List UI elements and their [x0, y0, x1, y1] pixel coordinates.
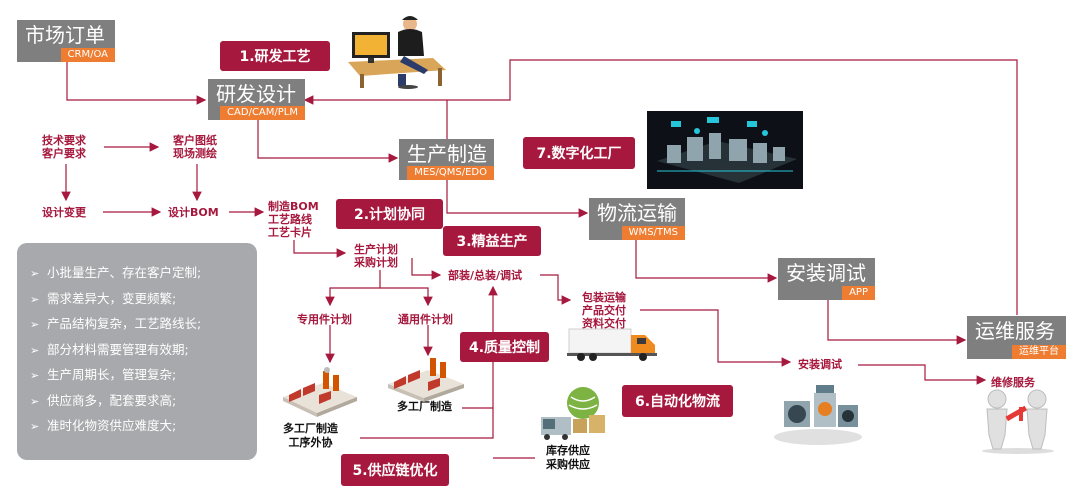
stage-system: MES/QMS/EDO — [407, 166, 494, 180]
flow-install-debug: 安装调试 — [798, 358, 842, 371]
stage-system: APP — [842, 286, 875, 300]
warehouse-globe-icon — [541, 387, 605, 440]
stage-logistics[interactable]: 物流运输 WMS/TMS — [589, 198, 685, 240]
tag-digital-factory[interactable]: 7.数字化工厂 — [523, 137, 635, 169]
stage-title: 研发设计 — [216, 82, 296, 106]
stage-system: 运维平台 — [1012, 345, 1066, 359]
tag-quality-control[interactable]: 4.质量控制 — [460, 332, 549, 362]
factory-icon — [388, 358, 464, 402]
stage-title: 安装调试 — [786, 261, 866, 285]
pain-point-item: ➢ 小批量生产、存在客户定制; — [30, 261, 257, 287]
bullet-arrow-icon: ➢ — [30, 420, 40, 433]
stage-title: 物流运输 — [597, 201, 677, 225]
digital-factory-icon — [647, 111, 803, 189]
bullet-arrow-icon: ➢ — [30, 369, 40, 382]
pain-point-text: 生产周期长，管理复杂; — [47, 367, 177, 382]
designer-desk-icon — [348, 16, 446, 89]
stage-system: CRM/OA — [60, 48, 115, 62]
pain-point-item: ➢ 生产周期长，管理复杂; — [30, 363, 257, 389]
label-multi-factory: 多工厂制造 — [397, 400, 452, 413]
bullet-arrow-icon: ➢ — [30, 394, 40, 408]
stage-market-orders[interactable]: 市场订单 CRM/OA — [17, 20, 115, 62]
machine-parts-icon — [774, 385, 862, 445]
bullet-arrow-icon: ➢ — [30, 267, 40, 280]
tag-lean-production[interactable]: 3.精益生产 — [443, 226, 541, 256]
pain-point-item: ➢ 需求差异大，变更频繁; — [30, 287, 257, 313]
stage-ops-service[interactable]: 运维服务 运维平台 — [967, 316, 1066, 359]
pain-point-text: 需求差异大，变更频繁; — [47, 290, 177, 306]
stage-title: 生产制造 — [407, 142, 487, 166]
bullet-arrow-icon: ➢ — [30, 343, 40, 357]
pain-point-text: 产品结构复杂，工艺路线长; — [47, 316, 202, 331]
stage-system: WMS/TMS — [621, 226, 685, 240]
pain-points-panel: ➢ 小批量生产、存在客户定制; ➢ 需求差异大，变更频繁; ➢ 产品结构复杂，工艺路线长;… — [17, 243, 257, 460]
repair-workers-icon — [982, 389, 1054, 454]
flow-mfg-bom: 制造BOM 工艺路线 工艺卡片 — [268, 200, 319, 239]
flow-tech-requirements: 技术要求 客户要求 — [42, 134, 86, 160]
pain-point-item: ➢ 供应商多，配套要求高; — [30, 389, 257, 415]
stage-rnd-design[interactable]: 研发设计 CAD/CAM/PLM — [208, 79, 305, 120]
tag-plan-collab[interactable]: 2.计划协同 — [336, 199, 443, 229]
pain-point-text: 小批量生产、存在客户定制; — [47, 265, 202, 280]
pain-point-text: 准时化物资供应难度大; — [47, 418, 177, 433]
tag-rnd-process[interactable]: 1.研发工艺 — [220, 41, 330, 71]
stage-title: 运维服务 — [975, 319, 1055, 343]
flow-design-bom: 设计BOM — [168, 206, 219, 219]
bullet-arrow-icon: ➢ — [30, 318, 40, 331]
flow-special-parts-plan: 专用件计划 — [297, 313, 352, 326]
stage-title: 市场订单 — [25, 23, 105, 47]
label-inventory-supply: 库存供应 采购供应 — [546, 444, 590, 471]
flow-production-plan: 生产计划 采购计划 — [354, 243, 398, 269]
stage-production[interactable]: 生产制造 MES/QMS/EDO — [399, 139, 494, 180]
pain-point-item: ➢ 部分材料需要管理有效期; — [30, 338, 257, 364]
stage-system: CAD/CAM/PLM — [220, 106, 305, 120]
flow-packaging: 包装运输 产品交付 资料交付 — [582, 291, 626, 330]
pain-point-text: 供应商多，配套要求高; — [47, 392, 177, 408]
label-multi-factory-outsourcing: 多工厂制造 工序外协 — [283, 422, 338, 449]
bullet-arrow-icon: ➢ — [30, 292, 40, 306]
tag-supply-chain[interactable]: 5.供应链优化 — [341, 454, 449, 486]
pain-point-item: ➢ 产品结构复杂，工艺路线长; — [30, 312, 257, 338]
pain-point-text: 部分材料需要管理有效期; — [47, 341, 189, 357]
pain-points-list: ➢ 小批量生产、存在客户定制; ➢ 需求差异大，变更频繁; ➢ 产品结构复杂，工艺路线长;… — [17, 243, 257, 440]
flow-customer-drawings: 客户图纸 现场测绘 — [173, 134, 217, 160]
flow-general-parts-plan: 通用件计划 — [398, 313, 453, 326]
stage-install[interactable]: 安装调试 APP — [778, 258, 875, 300]
truck-icon — [567, 328, 657, 361]
flow-maintenance: 维修服务 — [991, 376, 1035, 389]
tag-auto-logistics[interactable]: 6.自动化物流 — [622, 385, 733, 417]
factory-icon — [283, 367, 357, 417]
flow-design-change: 设计变更 — [42, 206, 86, 219]
flow-assembly: 部装/总装/调试 — [448, 269, 523, 282]
pain-point-item: ➢ 准时化物资供应难度大; — [30, 414, 257, 440]
